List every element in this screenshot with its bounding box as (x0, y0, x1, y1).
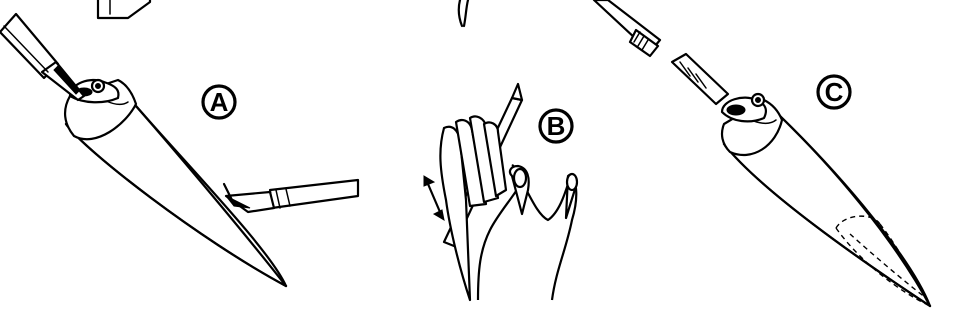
knife-tool-a-lower (224, 180, 358, 212)
cone-c (722, 94, 930, 306)
knife-tool-a-upper (0, 14, 84, 100)
label-a: A (203, 86, 235, 118)
panel-a: A (0, 0, 358, 286)
panel-a-top-fragment (98, 0, 150, 18)
label-c-text: C (825, 77, 844, 107)
cone-a (65, 80, 286, 286)
label-c: C (818, 76, 850, 108)
tube-tool-c (594, 0, 660, 56)
panel-c: C (594, 0, 930, 306)
panel-b: B (424, 0, 577, 300)
panel-b-top-fragment (459, 0, 468, 26)
nozzle-c (672, 54, 728, 104)
label-b-text: B (547, 111, 566, 141)
label-a-text: A (210, 87, 229, 117)
motion-arrow-b (424, 176, 444, 220)
label-b: B (540, 110, 572, 142)
